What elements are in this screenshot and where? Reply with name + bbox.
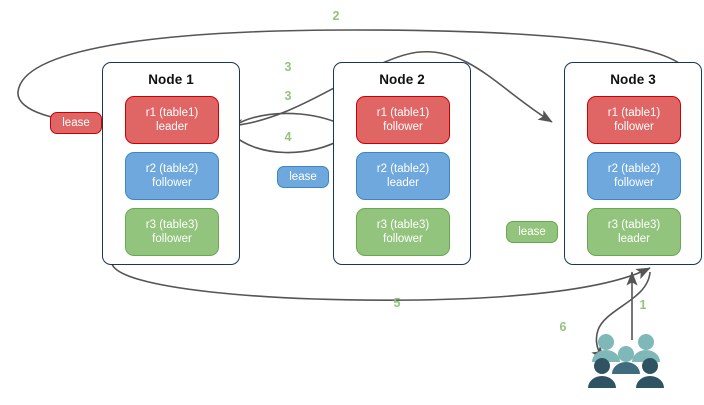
- replica-name: r3 (table3): [376, 218, 430, 231]
- replica-role: follower: [383, 121, 423, 133]
- edge-label-4: 4: [284, 130, 292, 144]
- replica-name: r3 (table3): [607, 218, 661, 231]
- replica-node1-r1[interactable]: r1 (table1) leader: [125, 96, 219, 144]
- lease-badge-table2[interactable]: lease: [277, 166, 329, 188]
- replica-role: follower: [383, 233, 423, 245]
- replica-node3-r1[interactable]: r1 (table1) follower: [587, 96, 681, 144]
- replica-role: follower: [614, 177, 654, 189]
- replica-name: r1 (table1): [376, 106, 430, 119]
- replica-name: r2 (table2): [376, 162, 430, 175]
- replica-name: r1 (table1): [607, 106, 661, 119]
- replica-role: leader: [618, 233, 650, 245]
- replica-name: r2 (table2): [145, 162, 199, 175]
- replica-node1-r3[interactable]: r3 (table3) follower: [125, 208, 219, 256]
- replica-node2-r3[interactable]: r3 (table3) follower: [356, 208, 450, 256]
- node-title-node3: Node 3: [610, 72, 656, 87]
- replica-role: follower: [152, 177, 192, 189]
- edge-label-1: 1: [639, 298, 647, 312]
- replica-name: r1 (table1): [145, 106, 199, 119]
- replica-node2-r2[interactable]: r2 (table2) leader: [356, 152, 450, 200]
- edge-label-3-upper: 3: [284, 60, 292, 74]
- lease-badge-table1[interactable]: lease: [50, 112, 102, 134]
- users-icon: [588, 334, 664, 388]
- replica-role: leader: [156, 121, 188, 133]
- node-title-node1: Node 1: [148, 72, 194, 87]
- replica-role: leader: [387, 177, 419, 189]
- edge-3-lower-path: [231, 112, 349, 131]
- lease-label: lease: [289, 171, 317, 183]
- edge-label-3-lower: 3: [284, 89, 292, 103]
- edge-label-6: 6: [559, 320, 567, 334]
- lease-label: lease: [62, 117, 90, 129]
- replica-node3-r2[interactable]: r2 (table2) follower: [587, 152, 681, 200]
- replica-node3-r3[interactable]: r3 (table3) leader: [587, 208, 681, 256]
- edge-label-5: 5: [393, 296, 401, 310]
- replica-role: follower: [614, 121, 654, 133]
- edge-label-2: 2: [332, 9, 340, 23]
- lease-badge-table3[interactable]: lease: [506, 221, 558, 243]
- replica-node2-r1[interactable]: r1 (table1) follower: [356, 96, 450, 144]
- replica-name: r3 (table3): [145, 218, 199, 231]
- replica-name: r2 (table2): [607, 162, 661, 175]
- node-title-node2: Node 2: [379, 72, 425, 87]
- replica-role: follower: [152, 233, 192, 245]
- edge-5-path: [111, 263, 651, 301]
- lease-label: lease: [518, 226, 546, 238]
- replica-node1-r2[interactable]: r2 (table2) follower: [125, 152, 219, 200]
